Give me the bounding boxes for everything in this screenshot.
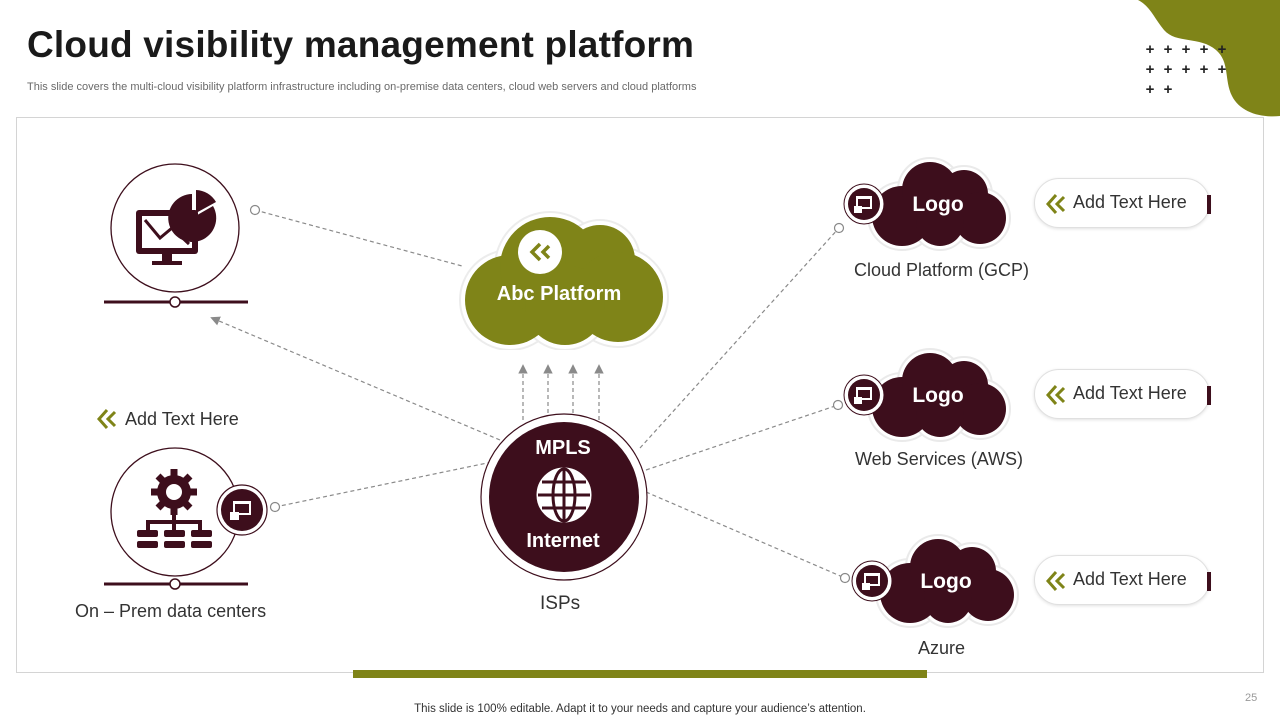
note-aws-text: Add Text Here <box>1073 383 1187 403</box>
chevron-left-icon <box>1045 571 1066 591</box>
cloud-gcp-caption: Cloud Platform (GCP) <box>854 260 1030 280</box>
gear-network-icon <box>137 469 212 548</box>
note-gcp-marker <box>1207 195 1211 214</box>
security-lock-icon <box>843 183 885 225</box>
note-azure-text: Add Text Here <box>1073 569 1187 589</box>
logo-cloud-azure <box>851 534 1019 628</box>
note-pill-azure: Add Text Here <box>1034 555 1211 605</box>
cloud-gcp-logo: Logo <box>912 193 964 216</box>
hub-top-label: MPLS <box>535 437 591 459</box>
monitor-node <box>104 163 248 308</box>
logo-cloud-aws <box>843 348 1011 442</box>
note-gcp-text: Add Text Here <box>1073 192 1187 212</box>
accent-bar <box>353 670 927 678</box>
cloud-azure-caption: Azure <box>918 638 966 658</box>
cloud-aws-caption: Web Services (AWS) <box>855 449 1024 469</box>
note-pill-aws: Add Text Here <box>1034 369 1211 419</box>
logo-cloud-gcp <box>843 157 1011 251</box>
mpls-hub <box>480 413 648 581</box>
plus-pattern-decoration: +++++ +++++ ++ <box>1145 41 1227 98</box>
page-subtitle: This slide covers the multi-cloud visibi… <box>27 81 697 93</box>
footer-note: This slide is 100% editable. Adapt it to… <box>414 703 866 715</box>
platform-label: Abc Platform <box>496 283 622 305</box>
chevron-left-icon <box>1045 385 1066 405</box>
onprem-node <box>104 447 268 590</box>
note-pill-gcp: Add Text Here <box>1034 178 1211 228</box>
note-aws-marker <box>1207 386 1211 405</box>
security-lock-icon <box>843 374 885 416</box>
left-add-text-label: Add Text Here <box>125 409 239 429</box>
page-number: 25 <box>1245 692 1258 704</box>
chevron-left-icon <box>1045 194 1066 214</box>
page-title: Cloud visibility management platform <box>27 24 695 65</box>
corner-blob-decoration <box>1138 0 1280 117</box>
onprem-caption: On – Prem data centers <box>75 601 267 621</box>
note-azure-marker <box>1207 572 1211 591</box>
connector-hub-aws <box>645 404 839 471</box>
security-lock-icon <box>216 484 268 536</box>
globe-icon <box>536 467 592 523</box>
cloud-aws-logo: Logo <box>912 384 964 407</box>
left-add-text: Add Text Here <box>96 407 266 433</box>
security-lock-icon <box>851 560 893 602</box>
connector-hub-monitor <box>210 316 501 441</box>
connector-onprem-hub <box>274 461 493 508</box>
platform-cloud <box>459 211 669 350</box>
connector-hub-gcp <box>639 227 840 449</box>
hub-caption: ISPs <box>540 593 581 614</box>
connector-hub-azure <box>645 491 846 579</box>
connector-monitor-platform <box>254 209 463 267</box>
cloud-azure-logo: Logo <box>920 570 972 593</box>
hub-bottom-label: Internet <box>526 530 600 552</box>
platform-chevron-icon <box>529 242 551 262</box>
chevron-left-icon <box>96 409 117 429</box>
monitor-chart-icon <box>136 190 217 265</box>
